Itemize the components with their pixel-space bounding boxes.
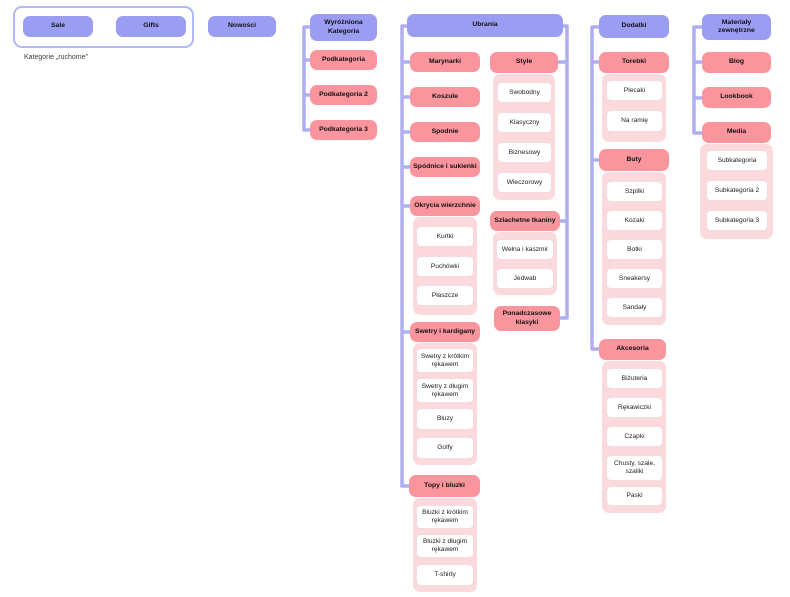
node-external-materials[interactable]: Materiały zewnętrzne [702, 14, 771, 40]
node-puffers[interactable]: Puchówki [416, 256, 474, 277]
node-style-evening[interactable]: Wieczorowy [497, 172, 552, 193]
node-sneakers[interactable]: Sneakersy [606, 268, 663, 289]
node-new-in[interactable]: Nowości [208, 16, 276, 37]
connector-featured [302, 25, 310, 132]
node-blazers[interactable]: Marynarki [410, 52, 480, 72]
node-hoodies[interactable]: Bluzy [416, 408, 474, 430]
node-skirts-dresses[interactable]: Spódnice i sukienki [410, 157, 480, 177]
movable-group-caption: Kategorie „ruchome” [24, 54, 88, 61]
node-fine-fabrics[interactable]: Szlachetne tkaniny [490, 211, 560, 231]
node-shoulder-bags[interactable]: Na ramię [606, 110, 663, 132]
connector-clothing-left [400, 24, 410, 488]
node-tops-short-sleeve[interactable]: Bluzki z krótkim rękawem [416, 505, 474, 529]
node-heels[interactable]: Szpilki [606, 181, 663, 202]
connector-extras [590, 25, 600, 351]
node-featured-sub-1[interactable]: Podkategoria [310, 50, 377, 70]
node-sandals[interactable]: Sandały [606, 297, 663, 318]
node-trousers[interactable]: Spodnie [410, 122, 480, 142]
node-media-sub-2[interactable]: Subkategoria 2 [706, 180, 768, 201]
node-ankle-boots[interactable]: Botki [606, 239, 663, 260]
node-tshirts[interactable]: T-shirty [416, 564, 474, 586]
node-wool-cashmere[interactable]: Wełna i kaszmir [496, 239, 554, 260]
node-style-casual[interactable]: Swobodny [497, 82, 552, 103]
node-jackets[interactable]: Kurtki [416, 226, 474, 247]
node-silk[interactable]: Jedwab [496, 268, 554, 289]
node-style-business[interactable]: Biznesowy [497, 142, 552, 163]
node-media[interactable]: Media [702, 122, 771, 143]
node-extras[interactable]: Dodatki [599, 15, 669, 38]
node-outerwear[interactable]: Okrycia wierzchnie [410, 196, 480, 216]
movable-categories-group [13, 6, 194, 48]
node-scarves[interactable]: Chusty, szale, szaliki [606, 455, 663, 481]
node-turtlenecks[interactable]: Golfy [416, 437, 474, 459]
node-timeless-classics[interactable]: Ponadczasowe klasyki [494, 306, 560, 331]
node-knee-boots[interactable]: Kozaki [606, 210, 663, 231]
node-gloves[interactable]: Rękawiczki [606, 397, 663, 418]
node-jewelry[interactable]: Biżuteria [606, 368, 663, 389]
node-bags[interactable]: Torebki [599, 52, 669, 73]
node-tops[interactable]: Topy i bluzki [409, 475, 480, 497]
node-gifts[interactable]: Gifts [116, 16, 186, 37]
node-blog[interactable]: Blog [702, 52, 771, 73]
node-tops-long-sleeve[interactable]: Bluzki z długim rękawem [416, 534, 474, 558]
node-sale[interactable]: Sale [23, 16, 93, 37]
node-featured-category[interactable]: Wyróżniona Kategoria [310, 14, 377, 41]
node-belts[interactable]: Paski [606, 486, 663, 506]
node-coats[interactable]: Płaszcze [416, 285, 474, 306]
node-sweaters-short-sleeve[interactable]: Swetry z krótkim rękawem [416, 348, 474, 373]
node-styles[interactable]: Style [490, 52, 558, 73]
connector-clothing-right [558, 24, 569, 320]
node-lookbook[interactable]: Lookbook [702, 87, 771, 108]
node-media-sub-1[interactable]: Subkategoria [706, 150, 768, 171]
node-backpacks[interactable]: Plecaki [606, 80, 663, 101]
node-media-sub-3[interactable]: Subkategoria 3 [706, 210, 768, 231]
connector-external [692, 25, 702, 135]
node-featured-sub-2[interactable]: Podkategoria 2 [310, 85, 377, 105]
node-style-classic[interactable]: Klasyczny [497, 112, 552, 133]
node-shirts[interactable]: Koszule [410, 87, 480, 107]
node-clothing[interactable]: Ubrania [407, 14, 563, 37]
node-featured-sub-3[interactable]: Podkategoria 3 [310, 120, 377, 140]
node-hats[interactable]: Czapki [606, 426, 663, 447]
node-shoes[interactable]: Buty [599, 149, 669, 171]
node-sweaters-long-sleeve[interactable]: Swetry z długim rękawem [416, 378, 474, 403]
node-accessories[interactable]: Akcesoria [599, 339, 666, 360]
node-sweaters[interactable]: Swetry i kardigany [410, 322, 480, 342]
